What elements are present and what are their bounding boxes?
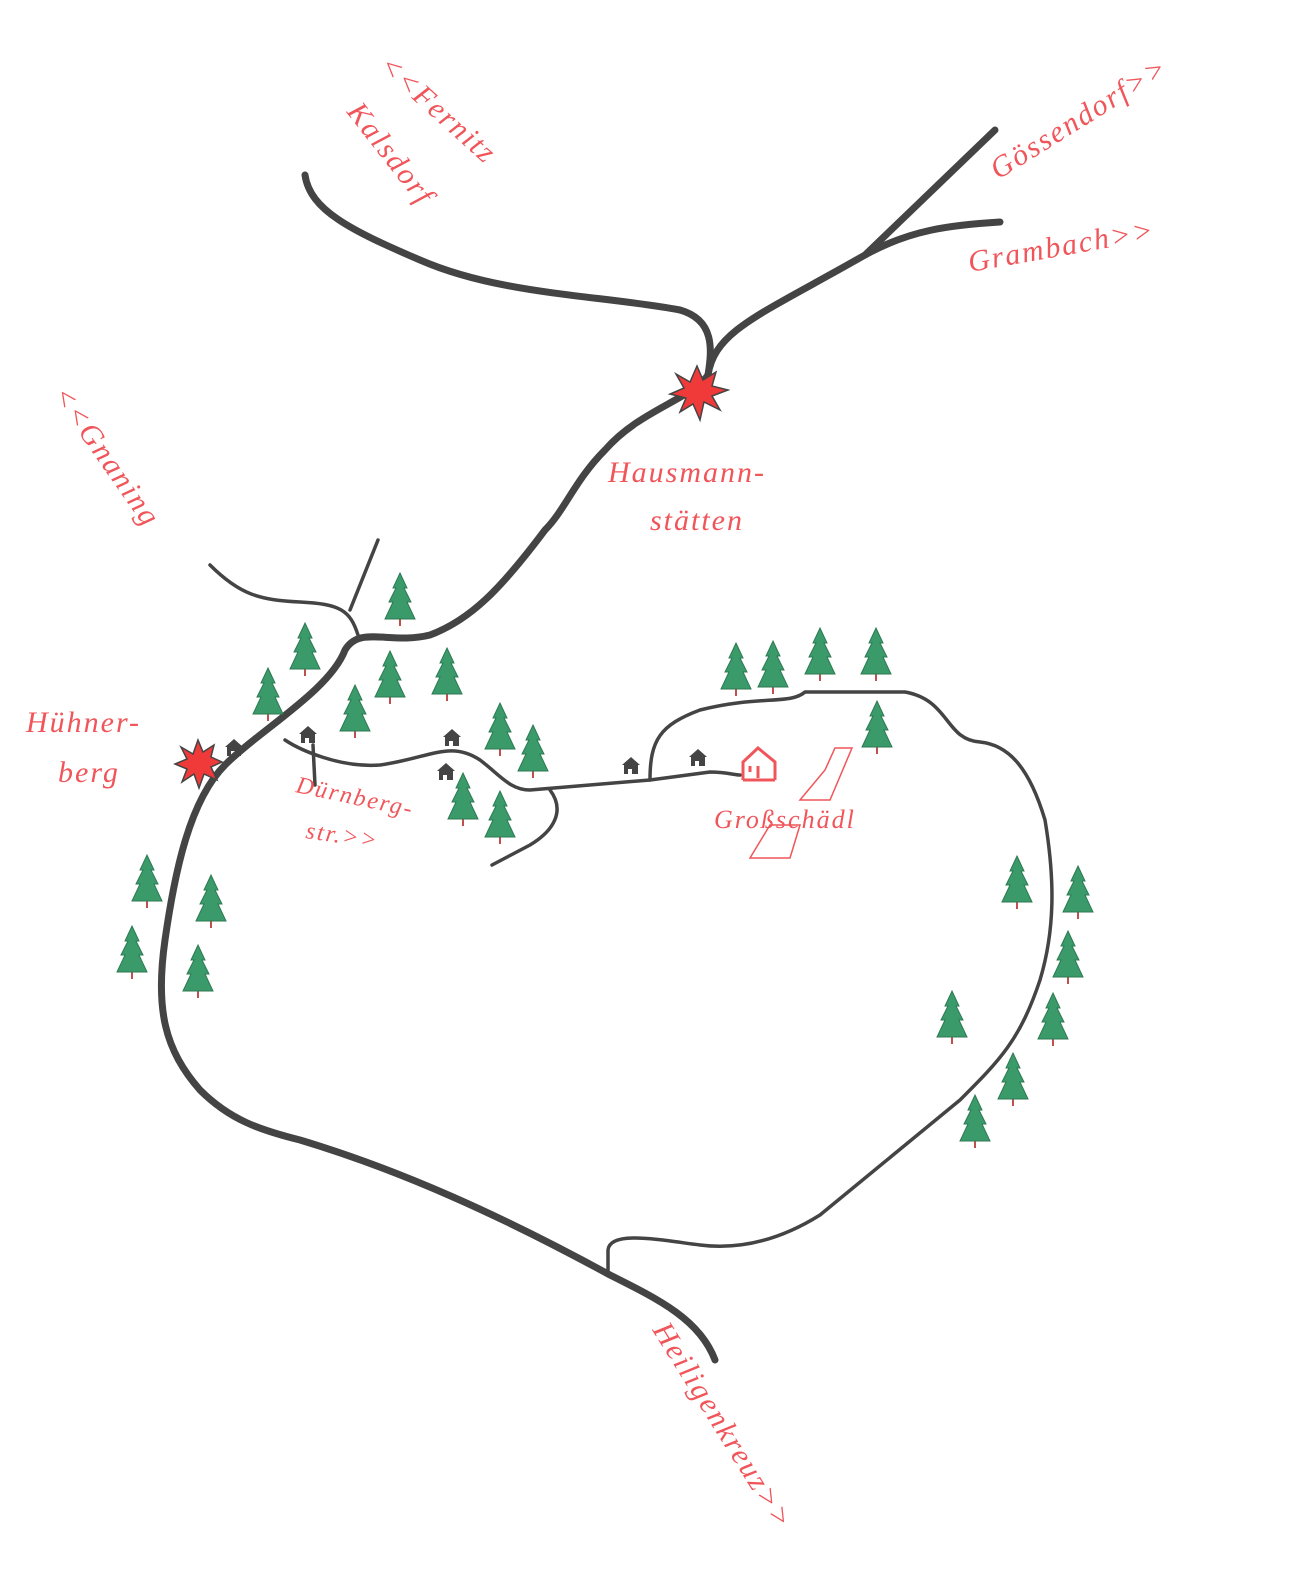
tree-icon xyxy=(182,943,214,998)
tree-icon xyxy=(116,924,148,979)
tree-icon xyxy=(289,621,321,676)
tree-icon xyxy=(1001,854,1033,909)
label-goessendorf: Gössendorf>> xyxy=(984,50,1173,185)
grossschaedl-farm xyxy=(741,746,854,859)
trees xyxy=(116,571,1094,1148)
tree-icon xyxy=(195,873,227,928)
farmhouse-icon xyxy=(741,746,777,782)
tree-icon xyxy=(861,699,893,754)
house-icon xyxy=(443,729,461,746)
tree-icon xyxy=(484,789,516,844)
label-grossschaedl: Großschädl xyxy=(714,805,856,834)
label-gnaning: <<Gnaning xyxy=(46,380,167,533)
field-icon xyxy=(748,747,854,859)
house-icon xyxy=(299,726,317,743)
label-duernberg-2: str.>> xyxy=(304,818,380,854)
road-spur-north xyxy=(348,538,380,612)
road-duernberg-spur xyxy=(311,743,317,787)
tree-icon xyxy=(384,571,416,626)
huehnerberg-marker-icon xyxy=(173,737,224,791)
tree-icon xyxy=(860,626,892,681)
road-gnaning xyxy=(208,563,360,637)
markers xyxy=(173,364,731,791)
tree-icon xyxy=(374,649,406,704)
labels: <<Fernitz Kalsdorf Gössendorf>> Grambach… xyxy=(25,49,1174,1536)
tree-icon xyxy=(757,639,789,694)
tree-icon xyxy=(720,641,752,696)
label-hausmannstaetten-2: stätten xyxy=(650,504,744,537)
tree-icon xyxy=(131,853,163,908)
tree-icon xyxy=(447,771,479,826)
label-hausmannstaetten-1: Hausmann- xyxy=(607,456,766,489)
tree-icon xyxy=(252,666,284,721)
label-duernberg-1: Dürnberg- xyxy=(293,772,417,823)
house-icon xyxy=(622,757,640,774)
tree-icon xyxy=(517,723,549,778)
tree-icon xyxy=(804,626,836,681)
tree-icon xyxy=(1052,929,1084,984)
road-duernberg xyxy=(283,738,742,792)
hausmannstaetten-marker-icon xyxy=(667,364,731,423)
road-kalsdorf xyxy=(301,171,714,379)
tree-icon xyxy=(959,1093,991,1148)
label-huehnerberg-1: Hühner- xyxy=(25,706,141,739)
tree-icon xyxy=(1062,864,1094,919)
road-south-spur xyxy=(490,788,559,867)
houses xyxy=(225,726,707,780)
roads xyxy=(157,126,1054,1364)
tree-icon xyxy=(431,646,463,701)
road-main-south xyxy=(157,371,719,1364)
tree-icon xyxy=(484,701,516,756)
road-goessendorf xyxy=(704,126,999,379)
label-heiligenkreuz: Heiligenkreuz>> xyxy=(646,1315,800,1535)
label-huehnerberg-2: berg xyxy=(58,756,120,789)
house-icon xyxy=(689,749,707,766)
tree-icon xyxy=(1037,991,1069,1046)
road-grambach xyxy=(861,218,1004,259)
house-icon xyxy=(225,739,243,756)
tree-icon xyxy=(997,1051,1029,1106)
tree-icon xyxy=(936,989,968,1044)
tree-icon xyxy=(339,683,371,738)
road-loop xyxy=(606,690,1054,1277)
house-icon xyxy=(437,763,455,780)
